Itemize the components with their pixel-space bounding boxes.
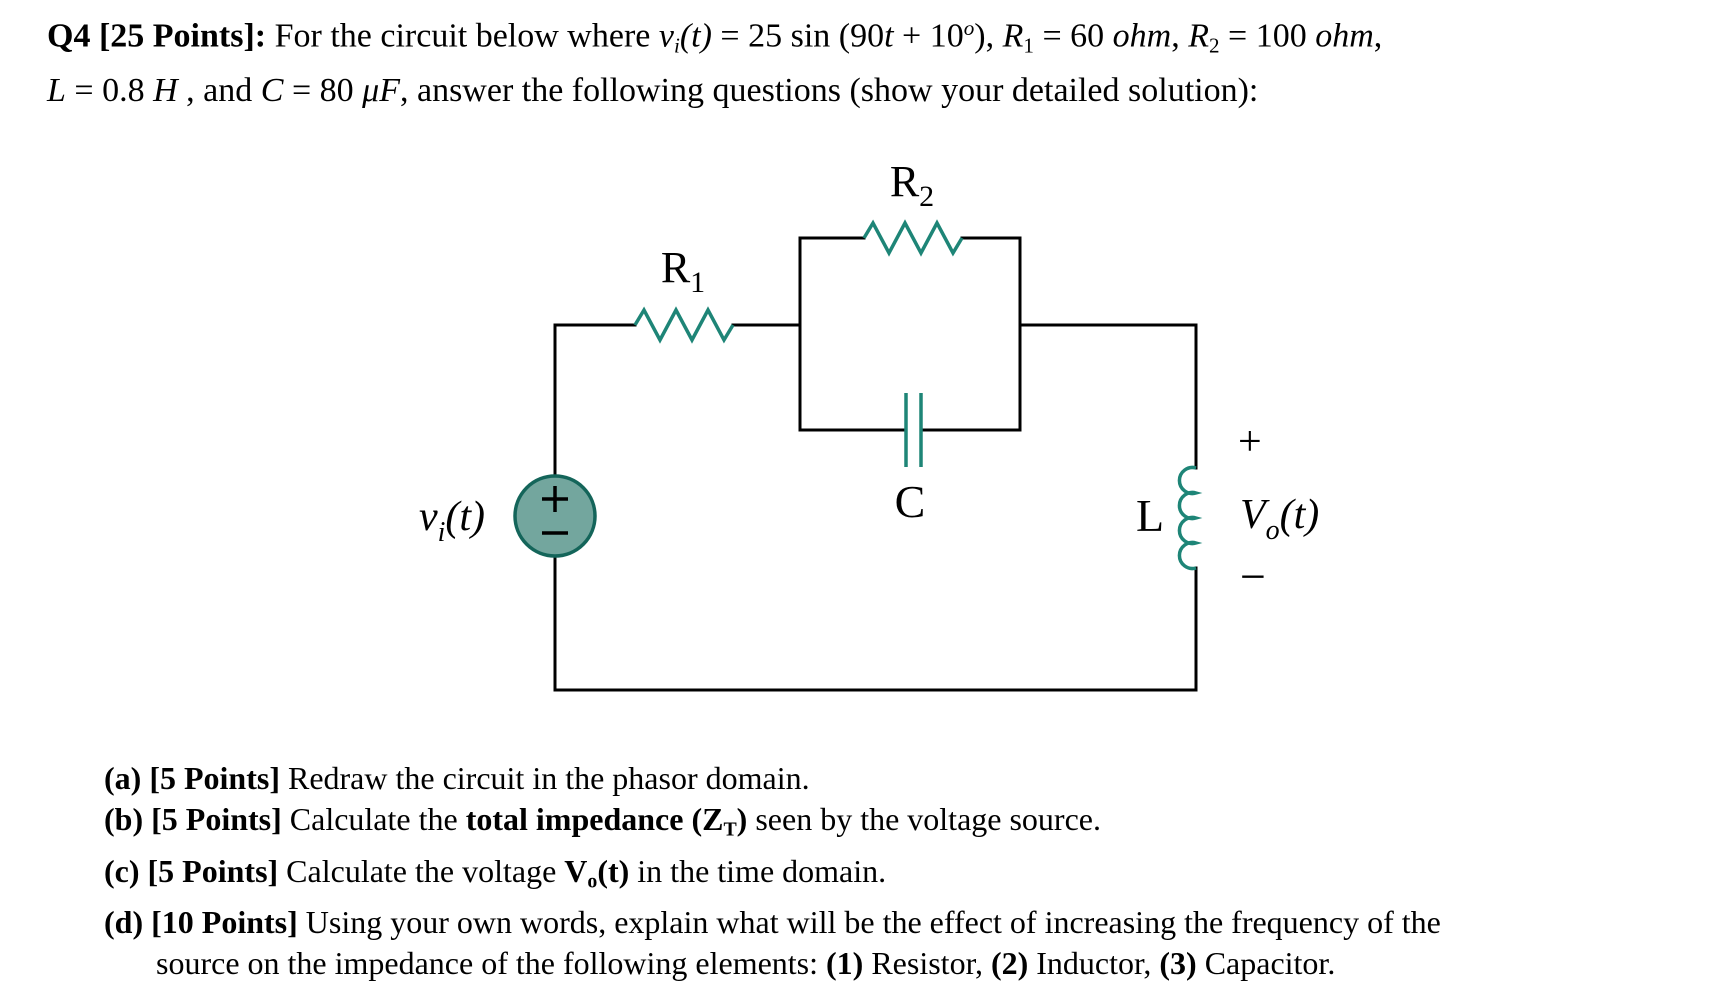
text-segment: v — [658, 17, 674, 55]
text-segment: L — [47, 72, 66, 110]
text-segment: + 10 — [893, 17, 964, 55]
text-segment: seen by the voltage source. — [747, 801, 1101, 837]
label-output-sub: o — [1266, 515, 1280, 546]
text-segment: Calculate the voltage — [278, 852, 565, 889]
text-segment: t — [884, 17, 894, 55]
label-source-voltage: vi(t) — [419, 494, 485, 548]
text-segment: 1 — [1023, 33, 1034, 58]
text-segment: Resistor, — [863, 945, 991, 982]
text-segment: T — [723, 818, 737, 841]
text-segment: (d) [10 Points] — [104, 904, 298, 941]
text-segment: H — [153, 72, 178, 110]
resistor-r1-symbol — [633, 306, 735, 344]
label-r2-sub: 2 — [919, 180, 934, 213]
question-b: (b) [5 Points] Calculate the total imped… — [104, 799, 1664, 851]
label-r1-sub: 1 — [690, 266, 705, 299]
voltage-source-circle — [513, 474, 597, 558]
label-source-sub: i — [438, 517, 446, 548]
text-segment: ohm — [1315, 17, 1374, 55]
capacitor-symbol — [904, 393, 923, 467]
text-segment: (2) — [990, 945, 1029, 982]
text-segment: (a) [5 Points] — [104, 760, 280, 796]
text-segment: in the time domain. — [629, 852, 887, 889]
text-segment: 2 — [1208, 33, 1220, 58]
text-segment: (1) — [826, 945, 864, 982]
text-segment: = 80 — [283, 72, 363, 110]
text-segment: o — [963, 16, 975, 40]
question-c: (c) [5 Points] Calculate the voltage Vo(… — [104, 851, 1664, 903]
label-output-rest: (t) — [1280, 492, 1320, 538]
text-segment: = 0.8 — [65, 72, 154, 110]
label-inductor: L — [1136, 490, 1164, 541]
text-segment: Q4 [25 Points]: — [47, 17, 275, 55]
text-segment: i — [673, 33, 680, 58]
text-segment: , — [1171, 17, 1189, 55]
text-segment: ) — [736, 801, 748, 837]
text-segment: = 25 sin (90 — [711, 17, 885, 55]
question-header: Q4 [25 Points]: For the circuit below wh… — [47, 6, 1697, 113]
voltage-source — [513, 474, 597, 558]
circuit-components — [633, 219, 1203, 571]
label-output-base: V — [1240, 492, 1270, 538]
label-output-voltage: Vo(t) — [1240, 492, 1319, 546]
question-d: (d) [10 Points] Using your own words, ex… — [104, 902, 1664, 943]
label-source-rest: (t) — [445, 494, 485, 540]
inductor-symbol — [1177, 465, 1203, 571]
text-segment: o — [587, 870, 598, 893]
label-r1-base: R — [661, 243, 691, 292]
text-segment: Calculate the — [281, 801, 466, 837]
circuit-diagram: R1 R2 C L vi(t) + Vo(t) − — [419, 157, 1319, 692]
text-segment: V — [564, 852, 588, 889]
question-d-continuation: source on the impedance of the following… — [104, 943, 1664, 984]
text-segment: , answer the following questions (show y… — [399, 72, 1259, 110]
questions-list: (a) [5 Points] Redraw the circuit in the… — [104, 758, 1664, 984]
text-segment: Redraw the circuit in the phasor domain. — [279, 760, 810, 796]
label-source-base: v — [419, 494, 438, 540]
text-segment: For the circuit below where — [274, 17, 659, 55]
source-plus-icon — [542, 486, 568, 512]
text-segment: Inductor, — [1028, 945, 1160, 982]
text-segment: (3) — [1159, 945, 1197, 982]
label-output-plus: + — [1238, 419, 1262, 465]
text-segment: source on the impedance of the following… — [156, 945, 827, 982]
text-segment: = 100 — [1219, 17, 1316, 55]
text-segment: (t) — [679, 17, 712, 55]
text-segment: ), — [974, 17, 1003, 55]
text-segment: , — [1373, 17, 1383, 55]
header-line-1: Q4 [25 Points]: For the circuit below wh… — [47, 6, 1697, 68]
header-line-2: L = 0.8 H , and C = 80 μF, answer the fo… — [47, 68, 1697, 113]
resistor-r2-symbol — [862, 219, 964, 257]
label-r1: R1 — [661, 243, 705, 299]
label-capacitor: C — [895, 476, 926, 527]
label-output-minus: − — [1240, 551, 1266, 602]
text-segment: (b) [5 Points] — [104, 801, 282, 837]
text-segment: total impedance (Z — [465, 801, 724, 837]
circuit-wires — [553, 236, 1198, 692]
question-a: (a) [5 Points] Redraw the circuit in the… — [104, 758, 1664, 799]
text-segment: (t) — [597, 852, 630, 889]
label-r2: R2 — [890, 157, 934, 213]
text-segment: (c) [5 Points] — [104, 852, 279, 889]
text-segment: μF — [362, 72, 400, 110]
label-r2-base: R — [890, 157, 920, 206]
text-segment: , and — [177, 72, 261, 110]
text-segment: R — [1002, 17, 1024, 55]
text-segment: C — [260, 72, 284, 110]
text-segment: R — [1188, 17, 1209, 55]
text-segment: Capacitor. — [1196, 945, 1336, 982]
text-segment: Using your own words, explain what will … — [297, 904, 1441, 941]
text-segment: ohm — [1112, 17, 1172, 55]
text-segment: = 60 — [1033, 17, 1113, 55]
